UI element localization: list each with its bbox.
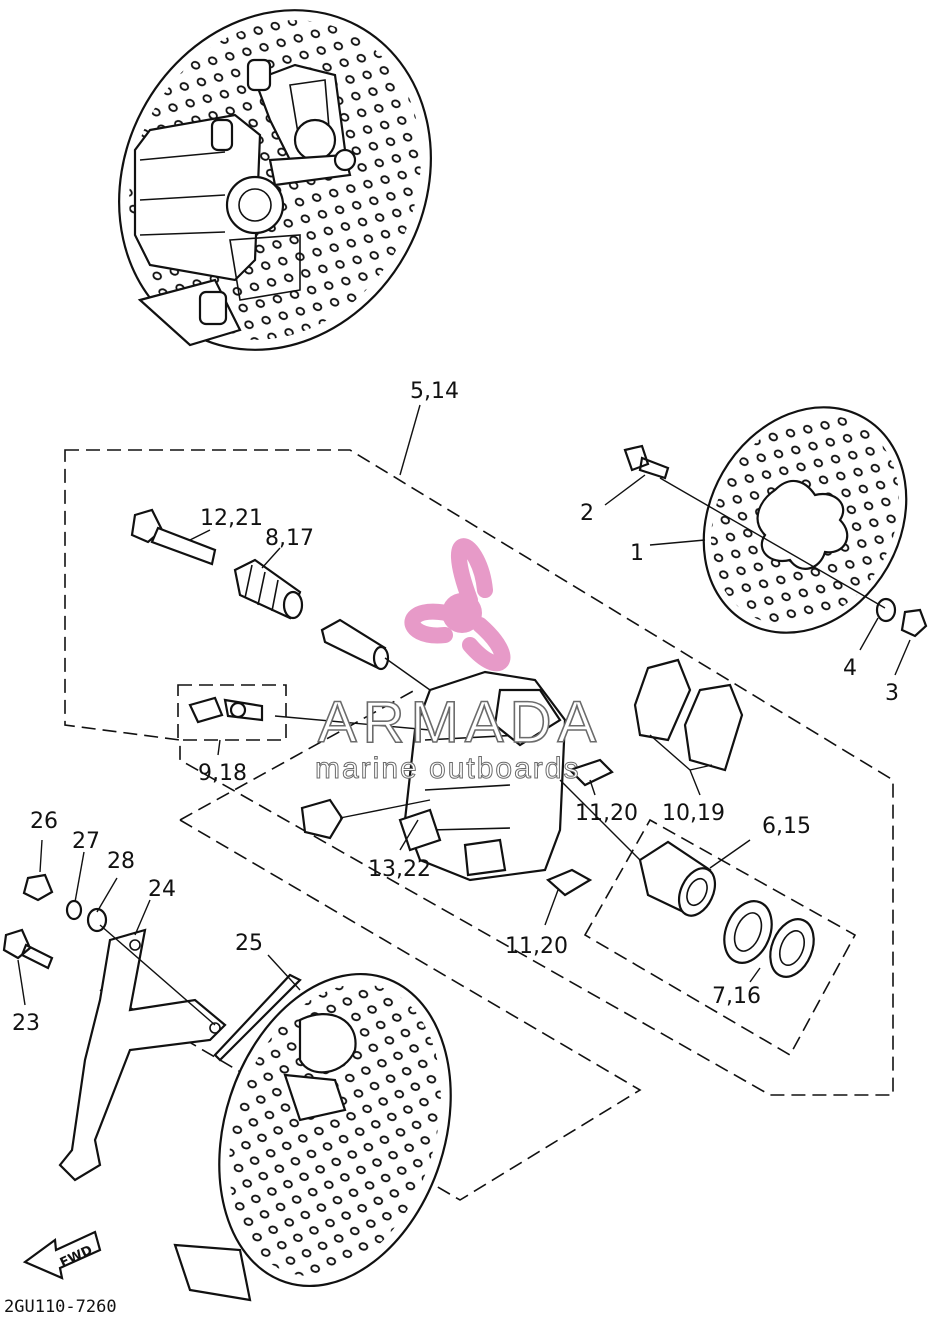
callout-12-21: 12,21 [200, 506, 263, 531]
callout-25: 25 [235, 931, 263, 956]
brake-disc [702, 406, 908, 634]
callout-1: 1 [630, 541, 644, 566]
watermark-subtitle: marine outboards [315, 752, 580, 785]
dust-seal [769, 918, 815, 978]
piston-kit-boundary [583, 818, 857, 1057]
caliper-piston [638, 840, 717, 917]
pad-support [300, 798, 344, 840]
bleeder-screw [188, 696, 264, 724]
caliper-bolt [130, 508, 217, 566]
callout-9-18: 9,18 [198, 761, 247, 786]
cover-bolt [22, 873, 54, 902]
forward-arrow-icon: FWD [22, 1230, 102, 1280]
callout-6-15: 6,15 [762, 814, 811, 839]
callout-27: 27 [72, 829, 100, 854]
callout-10-19: 10,19 [662, 801, 725, 826]
pad-spring-upper [567, 758, 614, 787]
brake-pads [633, 658, 744, 772]
diagram-code: 2GU110-7260 [4, 1297, 117, 1317]
propeller-logo-icon [404, 538, 511, 672]
callout-23: 23 [12, 1011, 40, 1036]
callout-7-16: 7,16 [712, 984, 761, 1009]
callout-8-17: 8,17 [265, 526, 314, 551]
callout-13-22: 13,22 [368, 857, 431, 882]
caliper-sleeve [320, 618, 390, 671]
disc-nut [900, 608, 928, 638]
armada-watermark: ARMADA marine outboards [315, 538, 602, 786]
callout-2: 2 [580, 501, 594, 526]
callout-4: 4 [843, 656, 857, 681]
bracket-bolt [2, 928, 54, 970]
bleeder-kit-box [177, 684, 287, 741]
callout-26: 26 [30, 809, 58, 834]
callout-28: 28 [107, 849, 135, 874]
disc-cover [173, 972, 452, 1302]
spring-washer [65, 899, 83, 921]
disc-bolt [623, 444, 670, 480]
watermark-title: ARMADA [318, 690, 602, 755]
assembled-caliper-view [118, 9, 432, 351]
callout-5-14: 5,14 [410, 379, 459, 404]
callout-24: 24 [148, 877, 176, 902]
caliper-bracket [58, 928, 227, 1182]
callout-11-20-upper: 11,20 [575, 801, 638, 826]
assembly-boundary [64, 449, 894, 1096]
callout-11-20-lower: 11,20 [505, 934, 568, 959]
caliper-body [398, 670, 567, 882]
pad-spring-lower [545, 868, 593, 897]
caliper-pin-boot [233, 558, 304, 620]
disc-washer [875, 597, 897, 623]
callout-3: 3 [885, 681, 899, 706]
